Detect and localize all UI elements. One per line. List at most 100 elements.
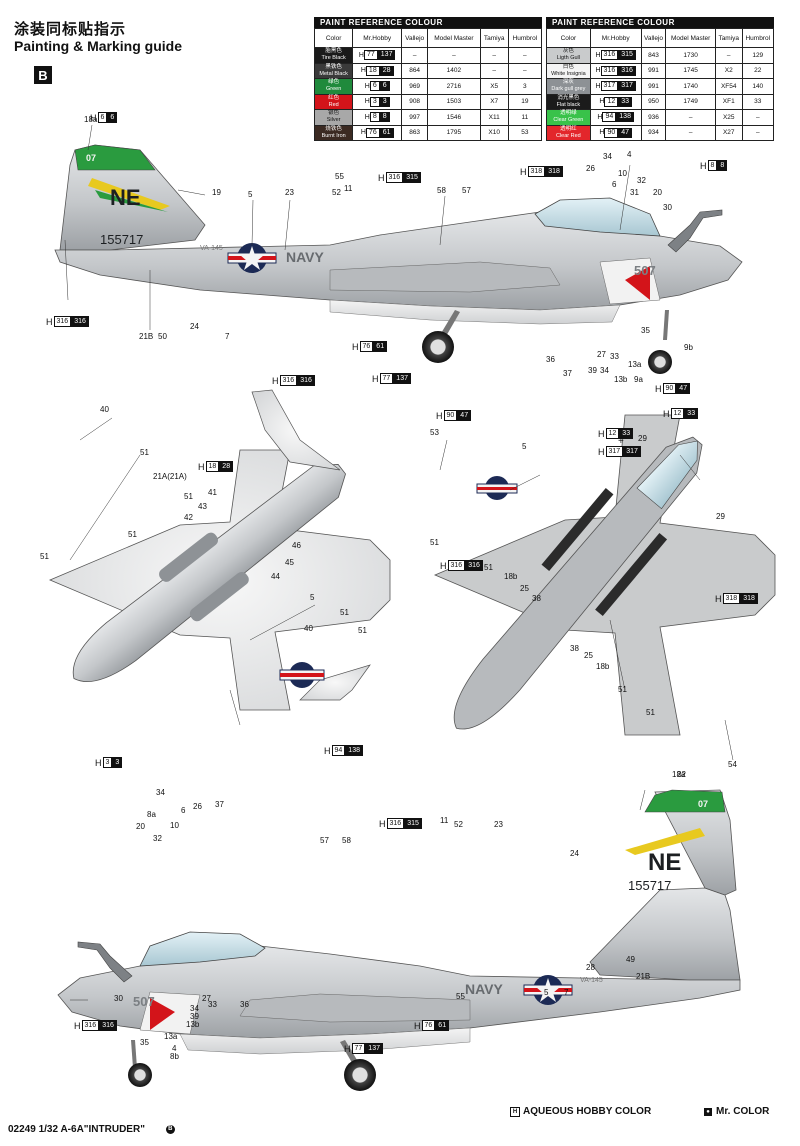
color-name-cn: 绿色 bbox=[328, 79, 340, 86]
part-number-label: 49 bbox=[626, 955, 635, 964]
aqueous-code: 12 bbox=[670, 408, 685, 419]
h-label: H bbox=[379, 818, 386, 829]
part-number-label: 58 bbox=[342, 836, 351, 845]
part-number-label: 4 bbox=[627, 150, 632, 159]
part-number-label: 6 bbox=[181, 806, 186, 815]
column-header: Mr.Hobby bbox=[589, 28, 642, 48]
navy-text-2: NAVY bbox=[465, 981, 504, 997]
color-name-cn: 红色 bbox=[328, 94, 340, 101]
legend-mr-color: ● Mr. COLOR bbox=[704, 1106, 769, 1117]
mr-color-code: 6 bbox=[107, 112, 118, 123]
nose-number-2: 507 bbox=[133, 994, 155, 1009]
part-number-label: 38 bbox=[532, 594, 541, 603]
table-caption: PAINT REFERENCE COLOUR bbox=[314, 17, 542, 28]
part-number-label: 4 bbox=[172, 1044, 177, 1053]
color-name-cn: 黑铁色 bbox=[325, 63, 342, 70]
color-name-cn: 烧铁色 bbox=[325, 125, 342, 132]
aqueous-code: 318 bbox=[722, 593, 741, 604]
mr-color-code: 61 bbox=[379, 127, 394, 138]
leader-lines bbox=[64, 124, 734, 1001]
part-number-label: 23 bbox=[494, 820, 503, 829]
part-number-label: 52 bbox=[454, 820, 463, 829]
part-number-label: 23 bbox=[285, 188, 294, 197]
color-name-en: Dark gull grey bbox=[551, 86, 586, 93]
footer: 02249 1/32 A-6A"INTRUDER" B bbox=[8, 1124, 175, 1135]
h-label: H bbox=[95, 757, 102, 768]
part-number-label: 6 bbox=[612, 180, 617, 189]
h-label: H bbox=[46, 316, 53, 327]
mr-color-code: 315 bbox=[403, 172, 421, 183]
part-number-label: 5 bbox=[248, 190, 253, 199]
part-number-label: 21B bbox=[636, 972, 651, 981]
aqueous-code: 317 bbox=[600, 81, 619, 92]
part-number-label: 34 bbox=[190, 1004, 199, 1013]
mr-color-code: 138 bbox=[616, 112, 634, 123]
h-label: H bbox=[655, 383, 662, 394]
page-letter-badge: B bbox=[34, 66, 52, 84]
part-number-label: 35 bbox=[641, 326, 650, 335]
aqueous-code: 6 bbox=[369, 81, 380, 92]
part-number-label: 31 bbox=[630, 188, 639, 197]
column-header: Color bbox=[546, 28, 591, 48]
mr-color-code: 137 bbox=[377, 50, 396, 61]
part-number-label: 34 bbox=[600, 366, 609, 375]
main-wheel-2 bbox=[344, 1059, 376, 1091]
aqueous-code: 94 bbox=[602, 112, 617, 123]
part-number-label: 5 bbox=[310, 593, 315, 602]
part-number-label: 39 bbox=[588, 366, 597, 375]
part-number-label: 7 bbox=[564, 988, 569, 997]
footer-code: 02249 1/32 A-6A"INTRUDER" bbox=[8, 1124, 145, 1135]
aqueous-code: 8 bbox=[369, 112, 380, 123]
mr-color-code: 316 bbox=[465, 560, 483, 571]
part-number-label: 51 bbox=[40, 552, 49, 561]
h-label: H bbox=[272, 375, 279, 386]
legend-aqueous-label: AQUEOUS HOBBY COLOR bbox=[523, 1106, 652, 1117]
mr-color-code: 316 bbox=[71, 316, 89, 327]
h-label: H bbox=[358, 51, 364, 59]
part-number-label: 21A(21A) bbox=[153, 472, 187, 481]
aqueous-code: 76 bbox=[421, 1020, 436, 1031]
squadron-text-2: VA-145 bbox=[580, 977, 603, 984]
h-label: H bbox=[663, 408, 670, 419]
part-number-label: 32 bbox=[637, 176, 646, 185]
part-number-label: 29 bbox=[638, 434, 647, 443]
aqueous-code: 8 bbox=[707, 160, 718, 171]
part-number-label: 18b bbox=[596, 662, 610, 671]
part-number-label: 40 bbox=[304, 624, 313, 633]
part-number-label: 51 bbox=[430, 538, 439, 547]
aqueous-code: 317 bbox=[605, 446, 624, 457]
mr-color-code: 47 bbox=[457, 410, 472, 421]
part-number-label: 32 bbox=[153, 834, 162, 843]
part-number-label: 33 bbox=[610, 352, 619, 361]
tail-serial-2: 155717 bbox=[628, 878, 671, 893]
part-number-label: 54 bbox=[728, 760, 737, 769]
column-header: Humbrol bbox=[507, 28, 543, 48]
part-number-label: 51 bbox=[484, 563, 493, 572]
aqueous-code: 76 bbox=[365, 127, 380, 138]
h-label: H bbox=[74, 1020, 81, 1031]
part-number-label: 5 bbox=[522, 442, 527, 451]
h-label: H bbox=[360, 129, 366, 137]
aqueous-code: 316 bbox=[600, 65, 619, 76]
mr-color-code: 138 bbox=[345, 745, 363, 756]
part-number-label: 29 bbox=[716, 512, 725, 521]
side-view-right-profile: 07 NE 155717 NAVY VA-145 507 bbox=[57, 789, 741, 1091]
aqueous-code: 90 bbox=[662, 383, 677, 394]
aqueous-code: 6 bbox=[97, 112, 108, 123]
tail-code: NE bbox=[110, 185, 141, 210]
top-view-insignia bbox=[476, 476, 518, 500]
part-number-label: 36 bbox=[240, 1000, 249, 1009]
